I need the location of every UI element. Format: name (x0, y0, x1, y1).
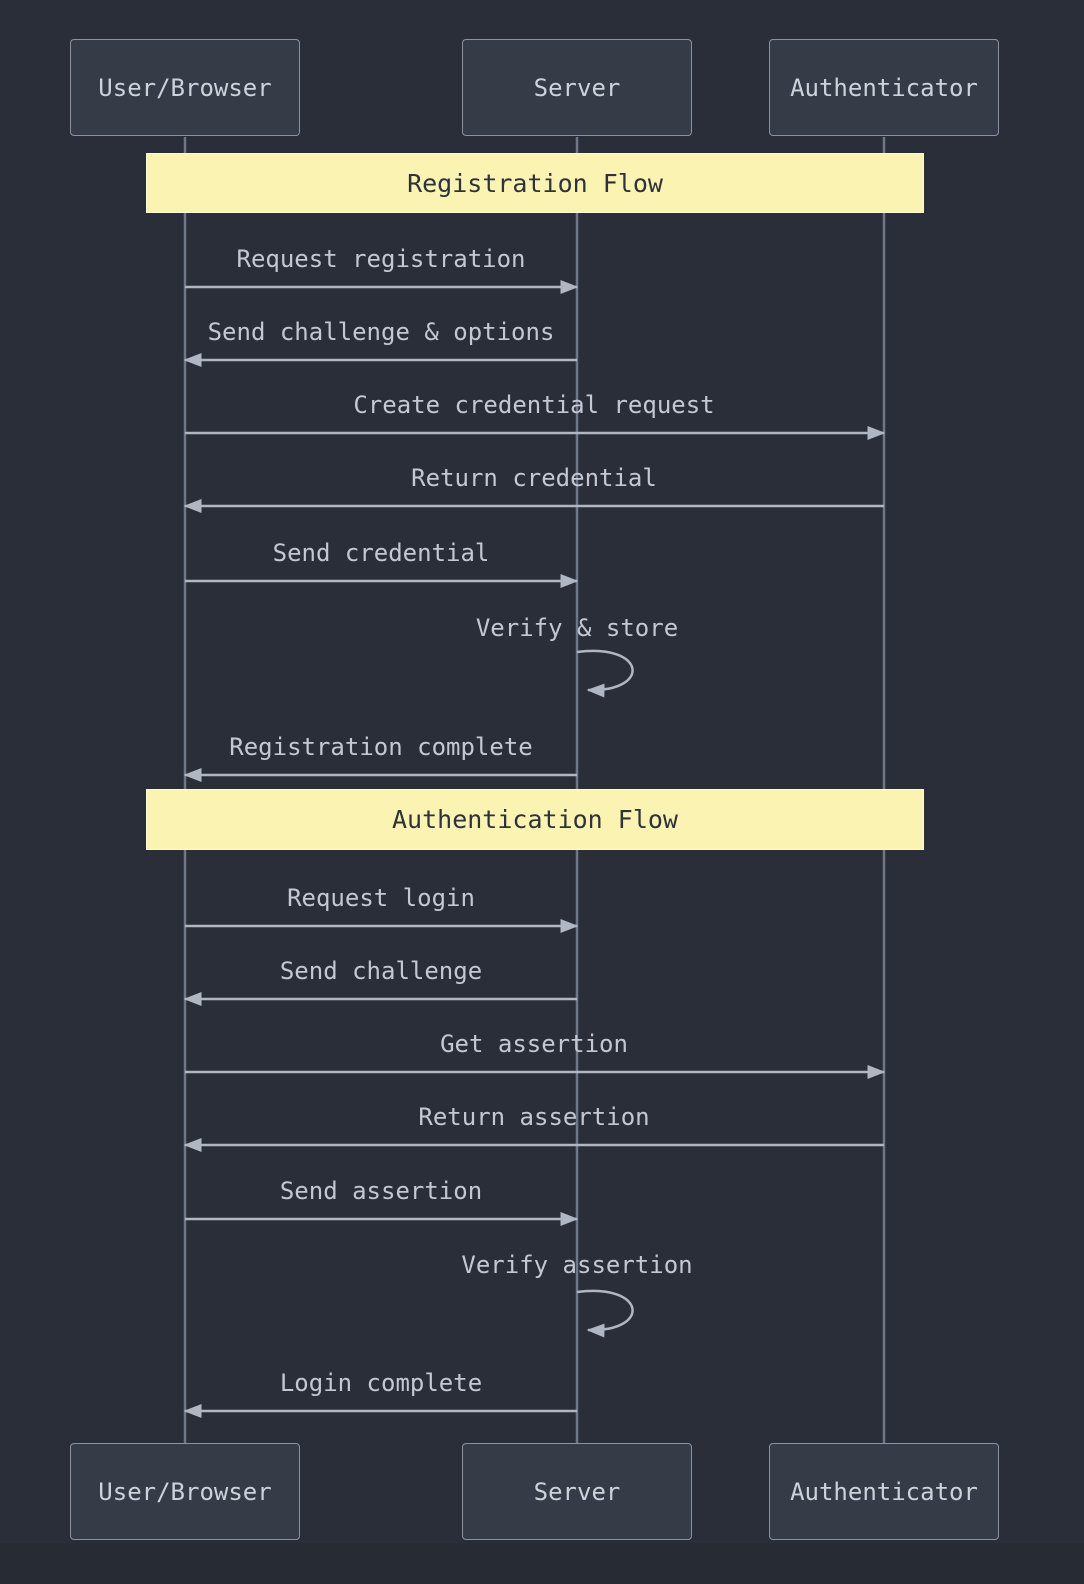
message-return-credential: Return credential (411, 464, 657, 492)
message-verify-store: Verify & store (475, 614, 679, 642)
message-return-assertion: Return assertion (418, 1103, 650, 1131)
actor-bottom-server: Server (462, 1443, 692, 1540)
message-login-complete: Login complete (279, 1369, 483, 1397)
message-send-challenge-options: Send challenge & options (207, 318, 555, 346)
message-send-credential: Send credential (272, 539, 490, 567)
section-banner-authentication: Authentication Flow (146, 789, 924, 850)
message-registration-complete: Registration complete (229, 733, 533, 761)
actor-top-authenticator: Authenticator (769, 39, 999, 136)
message-verify-assertion: Verify assertion (461, 1251, 693, 1279)
actor-top-server: Server (462, 39, 692, 136)
message-send-challenge: Send challenge (279, 957, 483, 985)
actor-top-user-browser: User/Browser (70, 39, 300, 136)
message-create-credential-request: Create credential request (353, 391, 715, 419)
page-background-strip (0, 1543, 1084, 1584)
self-loop-verify-assertion (576, 1289, 634, 1338)
self-loop-verify-store (576, 649, 634, 698)
message-request-registration: Request registration (236, 245, 526, 273)
message-send-assertion: Send assertion (279, 1177, 483, 1205)
actor-bottom-authenticator: Authenticator (769, 1443, 999, 1540)
actor-bottom-user-browser: User/Browser (70, 1443, 300, 1540)
message-get-assertion: Get assertion (440, 1030, 628, 1058)
message-request-login: Request login (287, 884, 475, 912)
section-banner-registration: Registration Flow (146, 153, 924, 213)
